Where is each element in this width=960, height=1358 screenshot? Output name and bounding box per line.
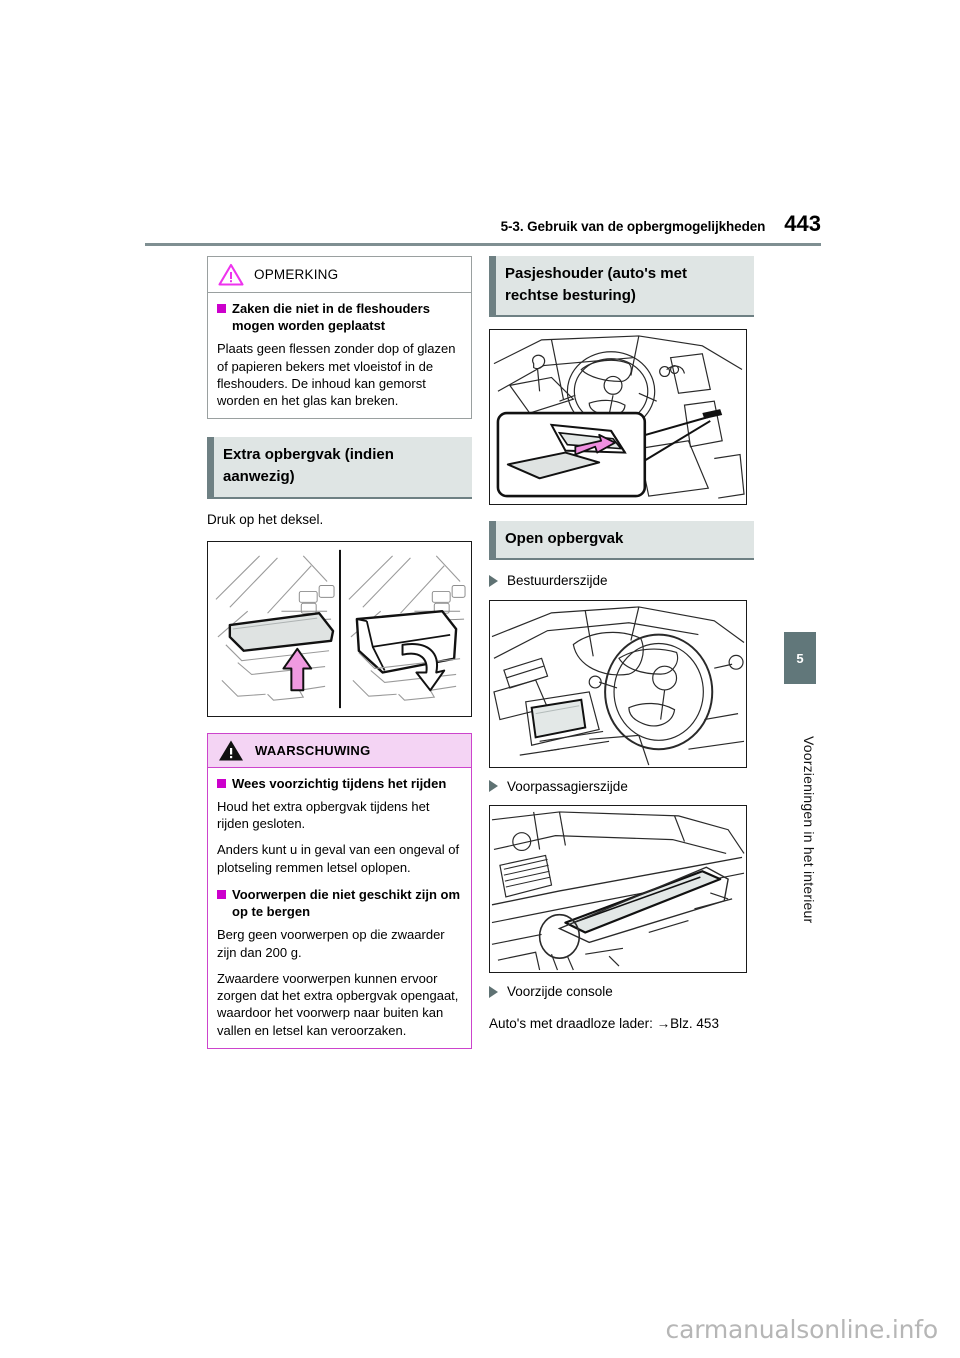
warning-paragraph: Houd het extra opbergvak tijdens het rij… bbox=[217, 798, 430, 832]
warning-body: Wees voorzichtig tijdens het rijden Houd… bbox=[208, 767, 471, 1049]
instruction-text: Druk op het deksel. bbox=[207, 511, 324, 527]
warning-subheading: Wees voorzichtig tijdens het rijden bbox=[217, 775, 462, 792]
section-heading-text: Extra opbergvak (indien aanwezig) bbox=[214, 437, 472, 497]
list-item-label: Bestuurderszijde bbox=[507, 573, 608, 589]
page-header: 5-3. Gebruik van de opbergmogelijkheden … bbox=[145, 213, 821, 235]
right-column: Pasjeshouder (auto's met rechtse besturi… bbox=[489, 256, 754, 1045]
warning-paragraph: Berg geen voorwerpen op die zwaarder zij… bbox=[217, 927, 445, 960]
section-heading-pasjeshouder: Pasjeshouder (auto's met rechtse besturi… bbox=[489, 256, 754, 318]
notice-header: OPMERKING bbox=[208, 257, 471, 293]
figure-overhead-console-compartment bbox=[207, 540, 472, 717]
section-accent-bar bbox=[489, 256, 496, 316]
list-item-bestuurderszijde: Bestuurderszijde bbox=[489, 572, 754, 590]
section-heading-extra-opbergvak: Extra opbergvak (indien aanwezig) bbox=[207, 437, 472, 499]
list-item-label: Voorzijde console bbox=[507, 984, 613, 1000]
notice-label: OPMERKING bbox=[254, 267, 339, 282]
triangle-bullet-icon bbox=[489, 780, 498, 793]
chapter-tab-number: 5 bbox=[784, 632, 816, 684]
figure-driver-side-tray bbox=[489, 599, 747, 768]
triangle-bullet-icon bbox=[489, 574, 498, 587]
square-bullet-icon bbox=[217, 890, 226, 900]
left-column: OPMERKING Zaken die niet in de fleshoude… bbox=[207, 256, 472, 1050]
notice-paragraph: Plaats geen flessen zonder dop of glazen… bbox=[217, 341, 456, 409]
notice-subheading: Zaken die niet in de fleshouders mogen w… bbox=[217, 300, 462, 334]
section-heading-text: Open opbergvak bbox=[496, 521, 754, 559]
square-bullet-icon bbox=[217, 304, 226, 313]
section-accent-bar bbox=[207, 437, 214, 497]
figure-card-holder bbox=[489, 329, 747, 506]
notice-box-opmerking: OPMERKING Zaken die niet in de fleshoude… bbox=[207, 256, 472, 420]
section-accent-bar bbox=[489, 521, 496, 559]
warning-triangle-outline-icon bbox=[218, 263, 244, 286]
header-section-title: 5-3. Gebruik van de opbergmogelijkheden bbox=[500, 219, 766, 234]
list-item-voorpassagierszijde: Voorpassagierszijde bbox=[489, 778, 754, 796]
warning-header: WAARSCHUWING bbox=[208, 734, 471, 768]
cross-reference-text: Auto's met draadloze lader: →Blz. 453 bbox=[489, 1015, 719, 1031]
header-divider bbox=[145, 243, 821, 246]
section-heading-text: Pasjeshouder (auto's met rechtse besturi… bbox=[496, 256, 754, 316]
warning-paragraph: Zwaardere voorwerpen kunnen ervoor zorge… bbox=[217, 970, 459, 1038]
list-item-voorzijde-console: Voorzijde console bbox=[489, 983, 754, 1001]
warning-box-waarschuwing: WAARSCHUWING Wees voorzichtig tijdens he… bbox=[207, 732, 472, 1050]
notice-body: Zaken die niet in de fleshouders mogen w… bbox=[208, 293, 471, 418]
figure-passenger-side-tray bbox=[489, 805, 747, 974]
list-item-label: Voorpassagierszijde bbox=[507, 778, 628, 794]
page-number: 443 bbox=[784, 211, 821, 236]
chapter-tab-caption: Voorzieningen in het interieur bbox=[801, 736, 817, 924]
notice-subheading-text: Zaken die niet in de fleshouders mogen w… bbox=[232, 301, 430, 334]
square-bullet-icon bbox=[217, 778, 226, 788]
warning-label: WAARSCHUWING bbox=[255, 742, 371, 758]
warning-subheading-text: Voorwerpen die niet geschikt zijn om op … bbox=[232, 887, 461, 920]
warning-subheading-text: Wees voorzichtig tijdens het rijden bbox=[232, 775, 447, 791]
warning-triangle-solid-icon bbox=[218, 739, 244, 762]
warning-paragraph: Anders kunt u in geval van een ongeval o… bbox=[217, 842, 460, 875]
warning-subheading: Voorwerpen die niet geschikt zijn om op … bbox=[217, 886, 462, 920]
source-watermark: carmanualsonline.info bbox=[665, 1315, 939, 1344]
section-heading-open-opbergvak: Open opbergvak bbox=[489, 521, 754, 561]
triangle-bullet-icon bbox=[489, 986, 498, 998]
